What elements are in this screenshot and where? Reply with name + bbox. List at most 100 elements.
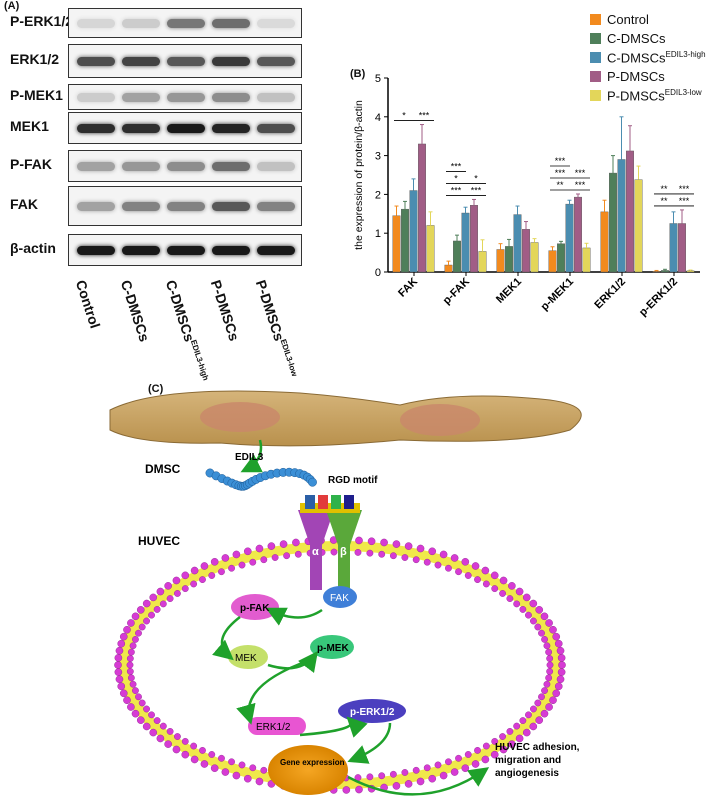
lipid-head xyxy=(208,751,216,758)
blot-band xyxy=(257,202,295,211)
lipid-head xyxy=(159,600,167,608)
lipid-head xyxy=(210,764,219,772)
lipid-head xyxy=(292,538,300,547)
lipid-head xyxy=(404,780,413,788)
lipid-head xyxy=(556,675,565,684)
significance-marker: *** xyxy=(451,185,462,195)
lipid-head xyxy=(530,617,537,625)
bar xyxy=(401,208,409,273)
lipid-head xyxy=(464,572,472,579)
lipid-head xyxy=(506,595,514,602)
lipid-head xyxy=(131,612,140,621)
lipid-head xyxy=(482,580,490,588)
legend-item: P-DMSCsEDIL3-low xyxy=(590,86,706,105)
outcome-line3: angiogenesis xyxy=(495,768,559,779)
lipid-head xyxy=(135,693,142,701)
pfak-label: p-FAK xyxy=(240,603,270,614)
pathway-arrows xyxy=(212,439,490,796)
significance-marker: *** xyxy=(575,168,586,178)
lipid-head xyxy=(455,568,462,576)
bar xyxy=(652,271,661,273)
bar xyxy=(522,229,530,273)
lipid-head xyxy=(519,606,527,613)
bar xyxy=(453,240,461,273)
lipid-head xyxy=(389,770,397,778)
blot-band xyxy=(167,162,205,171)
lipid-head xyxy=(190,566,199,575)
lipid-head xyxy=(342,786,351,794)
lipid-head xyxy=(389,552,397,560)
lipid-head xyxy=(535,716,544,724)
lipid-head xyxy=(549,625,557,634)
lipid-head xyxy=(271,554,279,561)
lipid-head xyxy=(530,705,537,713)
lipid-head xyxy=(114,661,122,669)
bar xyxy=(461,212,470,273)
bar xyxy=(530,242,539,273)
y-tick-label: 2 xyxy=(375,189,381,201)
blot-band xyxy=(77,124,115,133)
lipid-head xyxy=(119,632,128,641)
lipid-head xyxy=(136,716,145,724)
significance-marker: ** xyxy=(660,196,668,206)
blot-image xyxy=(68,186,302,226)
lipid-head xyxy=(522,593,531,602)
lipid-head xyxy=(543,642,551,650)
blot-band xyxy=(212,202,250,211)
blot-band xyxy=(257,57,295,66)
lipid-head xyxy=(127,648,135,656)
legend-item: P-DMSCs xyxy=(590,67,706,86)
legend-item: C-DMSCsEDIL3-high xyxy=(590,48,706,67)
blot-row-label: P-MEK1 xyxy=(10,87,63,103)
blot-band xyxy=(257,162,295,171)
lipid-head xyxy=(181,738,189,745)
blot-row-label: ERK1/2 xyxy=(10,51,60,67)
lipid-head xyxy=(142,722,151,731)
blot-band xyxy=(77,202,115,211)
legend-swatch xyxy=(590,33,601,44)
blot-image xyxy=(68,112,302,144)
rgd-label: RGD motif xyxy=(328,475,378,486)
lipid-head xyxy=(238,761,246,769)
lipid-head xyxy=(546,661,554,669)
blot-band xyxy=(167,57,205,66)
lipid-head xyxy=(545,674,553,682)
lipid-head xyxy=(541,687,548,694)
lipid-head xyxy=(461,558,470,566)
bar xyxy=(678,223,686,273)
lipid-head xyxy=(519,717,527,724)
lipid-head xyxy=(243,547,252,556)
outcome-line1: HUVEC adhesion, xyxy=(495,742,580,753)
lipid-head xyxy=(136,606,145,614)
blot-band xyxy=(212,19,250,28)
lipid-head xyxy=(114,668,123,676)
lipid-head xyxy=(428,547,437,556)
nucleus xyxy=(268,745,348,795)
lipid-head xyxy=(148,711,155,719)
lipid-head xyxy=(412,556,420,564)
significance-marker: ** xyxy=(660,184,668,194)
bar xyxy=(669,223,678,273)
lipid-head xyxy=(439,771,448,780)
lipid-head xyxy=(499,576,508,585)
legend-label: Control xyxy=(607,12,649,27)
lipid-head xyxy=(149,593,158,602)
lipid-head xyxy=(366,773,374,781)
lipid-head xyxy=(428,774,437,783)
lipid-head xyxy=(366,549,374,557)
lipid-head xyxy=(445,564,452,572)
lipid-head xyxy=(255,777,264,786)
outcome-line2: migration and xyxy=(495,755,561,766)
lipid-head xyxy=(549,696,557,705)
x-tick-label: FAK xyxy=(396,276,420,300)
lipid-head xyxy=(545,648,553,656)
lipid-head xyxy=(260,556,268,564)
lipid-head xyxy=(249,764,257,772)
blot-image xyxy=(68,234,302,266)
bar xyxy=(444,264,453,273)
lipid-head xyxy=(482,742,490,750)
lipid-head xyxy=(545,619,553,627)
lipid-head xyxy=(123,625,131,634)
